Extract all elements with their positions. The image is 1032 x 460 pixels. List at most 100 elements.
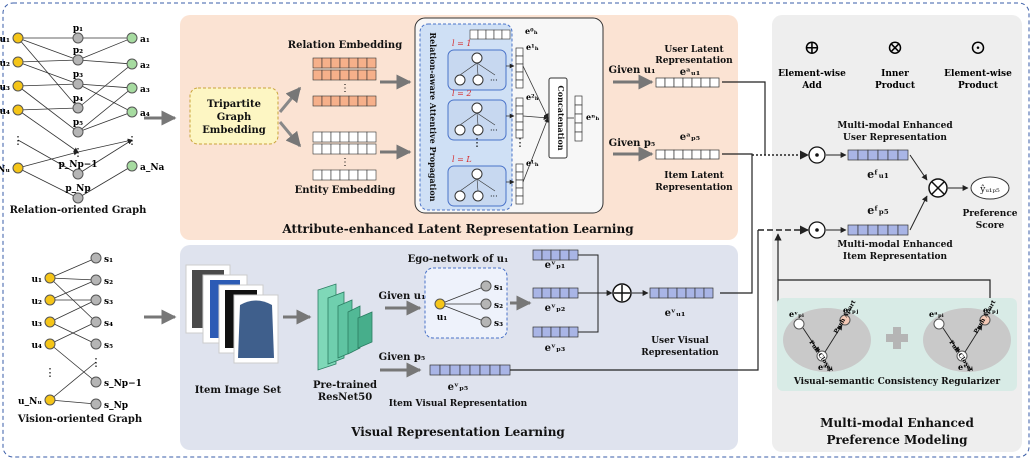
vector-cell	[691, 149, 702, 160]
ellipsis: ⋮	[515, 136, 526, 149]
property-node-label: p₅	[73, 118, 83, 128]
ego-item-label: s₃	[494, 319, 503, 329]
layer-node	[454, 74, 466, 86]
input-cell	[493, 29, 503, 40]
entity-cell	[321, 131, 332, 143]
ellipsis: ···	[490, 192, 498, 201]
vector-cell	[887, 224, 899, 236]
vision-item-node	[90, 316, 102, 328]
vision-item-node	[90, 376, 102, 388]
edge-item-visual-up	[510, 230, 759, 371]
vector-cell	[550, 326, 561, 338]
vector-cell	[568, 287, 579, 299]
attribute-node-label: a₃	[140, 85, 150, 95]
layer-node	[472, 190, 484, 202]
operator-label: Element-wise	[778, 69, 846, 79]
vector-cell	[515, 195, 524, 205]
vector-cell	[682, 77, 693, 88]
vector-cell	[515, 121, 524, 131]
layer-node	[471, 102, 483, 114]
reg-node	[979, 314, 991, 326]
e-item-f: eᶠₚ₅	[867, 204, 889, 217]
vector-cell	[568, 249, 579, 261]
ep2: eᵛₚ₂	[545, 303, 566, 314]
vision-user-node	[44, 294, 56, 306]
entity-cell	[357, 169, 368, 181]
property-node-label: p₄	[73, 94, 83, 104]
attribute-node-label: a_Na	[140, 163, 165, 173]
tripartite-label-2: Graph	[217, 112, 252, 123]
vector-cell	[709, 149, 720, 160]
attribute-node	[126, 82, 138, 94]
visual-vec-p2	[532, 287, 579, 299]
vector-cell	[897, 224, 909, 236]
attribute-node-label: a₄	[140, 109, 150, 119]
relation-cell	[357, 69, 368, 81]
vector-cell	[897, 149, 909, 161]
vision-user-label: u₃	[32, 319, 43, 329]
item-latent-vector	[655, 149, 720, 160]
edge-item-latent-down	[720, 153, 753, 294]
reg-node-label: eᵃₚᵢ	[929, 309, 944, 319]
user-node	[12, 104, 24, 116]
entity-cell	[366, 131, 377, 143]
vision-item-label: s₂	[104, 277, 113, 287]
user-node-label: u₃	[0, 83, 10, 93]
vector-cell	[532, 287, 543, 299]
entity-cell	[366, 143, 377, 155]
arrow-to-entity-emb	[278, 121, 302, 148]
vector-cell	[700, 77, 711, 88]
vision-item-node	[90, 338, 102, 350]
vector-cell	[664, 77, 675, 88]
vector-cell	[532, 326, 543, 338]
vision-user-node	[44, 338, 56, 350]
layer-label: l = 2	[452, 89, 471, 98]
vector-cell	[515, 55, 524, 65]
vector-cell	[574, 95, 583, 106]
ego-item-label: s₁	[494, 283, 503, 293]
resnet-layer	[347, 305, 361, 355]
ego-item-node	[480, 280, 492, 292]
vector-cell	[499, 364, 511, 376]
vector-cell	[532, 249, 543, 261]
entity-cell	[339, 169, 350, 181]
user-node	[12, 32, 24, 44]
relation-cell	[330, 57, 341, 69]
reg-node-label: eᵃₚⱼ	[843, 305, 859, 315]
user-visual-label-1: User Visual	[651, 336, 709, 346]
vision-user-label: u₄	[32, 341, 43, 351]
relation-cell	[312, 95, 323, 107]
e-h-0: e⁰ₕ	[525, 26, 538, 36]
vision-graph-label: Vision-oriented Graph	[17, 414, 143, 425]
vision-item-label: s_Np	[104, 401, 128, 411]
vector-cell	[559, 249, 570, 261]
ego-item-node	[480, 298, 492, 310]
ellipsis: ⋮	[13, 134, 24, 147]
score-label-1: Preference	[962, 209, 1017, 219]
attribute-node	[126, 106, 138, 118]
input-cell	[485, 29, 495, 40]
user-visual-vector	[649, 287, 714, 299]
operator-icon: ⊗	[887, 35, 904, 59]
vector-cell	[449, 364, 461, 376]
ep1: eᵛₚ₁	[545, 260, 566, 271]
vector-cell	[703, 287, 714, 299]
visual-vec-p1	[532, 249, 579, 261]
user-node-label: u₁	[0, 35, 10, 45]
ellipsis: ⋮	[472, 136, 483, 149]
ep3: eᵛₚ₃	[545, 343, 566, 354]
tripartite-box	[189, 87, 279, 145]
relation-cell	[357, 95, 368, 107]
vector-cell	[887, 149, 899, 161]
relation-cell	[366, 95, 377, 107]
property-node	[72, 168, 84, 180]
item-latent-label-1: Item Latent	[664, 171, 724, 181]
mm-item-vector	[847, 224, 909, 236]
vector-cell	[867, 224, 879, 236]
vector-cell	[574, 104, 583, 115]
relation-cell	[321, 95, 332, 107]
vis-given-u1-label: Given u₁	[379, 291, 426, 302]
